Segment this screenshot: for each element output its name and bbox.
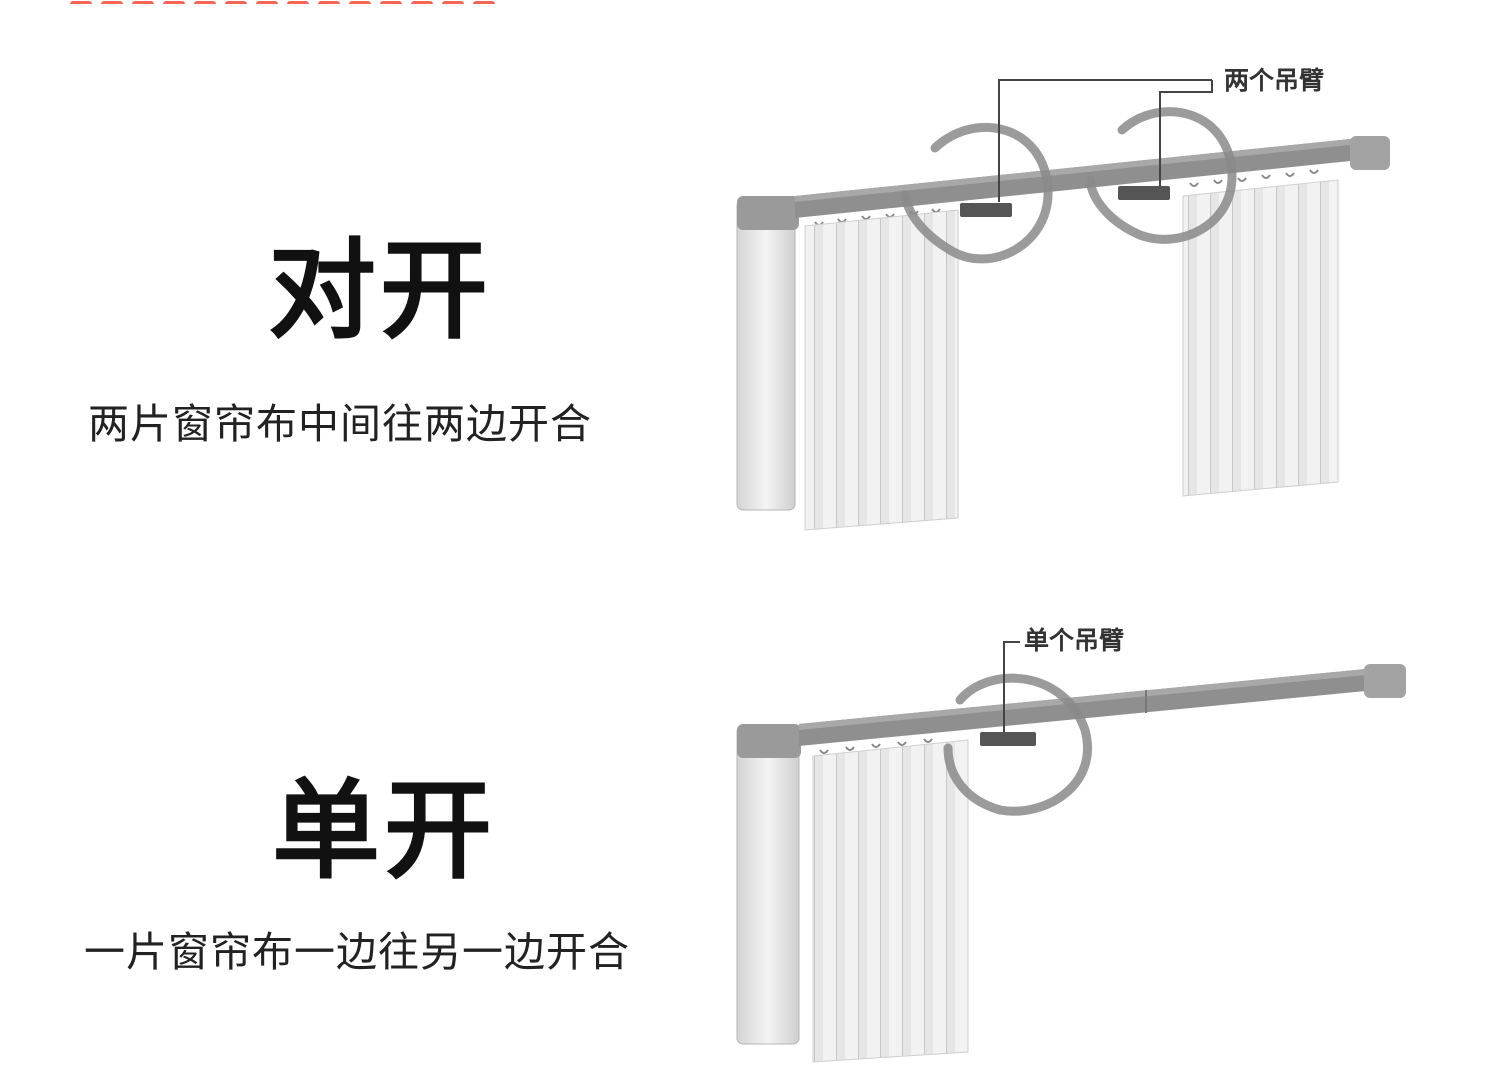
section-title-double-open: 对开: [268, 229, 493, 354]
top-cropped-banner: [70, 0, 540, 4]
right-curtain: [1182, 179, 1339, 497]
callout-leader-line: [1003, 641, 1020, 732]
section-desc-double-open: 两片窗帘布中间往两边开合: [88, 400, 592, 448]
section-title-single-open: 单开: [272, 769, 497, 894]
section-desc-single-open: 一片窗帘布一边往另一边开合: [84, 928, 630, 976]
motor-housing: [736, 196, 799, 511]
callout-single-arm: 单个吊臂: [1024, 626, 1125, 655]
callout-two-arms: 两个吊臂: [1224, 66, 1325, 95]
rail-end-cap: [1364, 664, 1406, 698]
motion-arrow-right: [1085, 107, 1237, 244]
rail-end-cap: [1350, 136, 1390, 170]
motion-arrow: [943, 673, 1092, 816]
left-curtain: [804, 209, 959, 531]
curtain: [812, 739, 969, 1063]
callout-leader-lines: [998, 79, 1213, 202]
hanger-arm-1: [960, 203, 1012, 217]
single-open-illustration: [736, 641, 1406, 1063]
double-open-illustration: [736, 79, 1390, 531]
motor-housing: [736, 724, 801, 1045]
hanger-arm-2: [1118, 186, 1170, 200]
curtain-hooks: [819, 738, 933, 754]
hanger-arm: [980, 732, 1036, 746]
motion-arrow-left: [900, 122, 1053, 264]
